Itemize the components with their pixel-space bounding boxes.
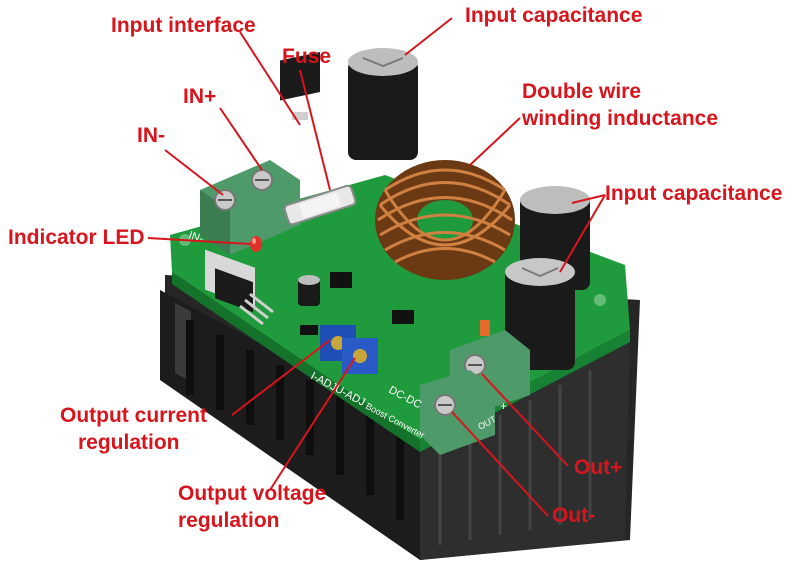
label-output-current-line2: regulation xyxy=(78,431,180,454)
input-terminal-block xyxy=(200,160,300,255)
leader-output-current xyxy=(231,339,331,416)
label-input-interface: Input interface xyxy=(111,14,256,37)
leader-in-plus xyxy=(219,107,263,171)
label-output-voltage-line2: regulation xyxy=(178,509,280,532)
output-terminal-blocks xyxy=(420,330,530,455)
label-indicator-led: Indicator LED xyxy=(8,226,145,249)
leader-input-cap-right-1 xyxy=(571,194,606,204)
label-out-plus: Out+ xyxy=(574,456,623,479)
leader-input-cap-right-2 xyxy=(559,194,606,273)
label-input-capacitance-right: Input capacitance xyxy=(605,182,783,205)
toroid-inductor xyxy=(375,160,515,280)
leader-inductance xyxy=(469,117,521,166)
small-components xyxy=(298,272,490,336)
label-output-current: Output current regulation xyxy=(60,402,207,456)
fuse-component xyxy=(280,51,357,226)
label-in-minus: IN- xyxy=(137,124,165,147)
leader-input-interface xyxy=(239,31,301,126)
leader-output-voltage xyxy=(269,357,356,491)
label-output-voltage: Output voltage regulation xyxy=(178,480,326,534)
label-output-voltage-line1: Output voltage xyxy=(178,482,327,505)
leader-lines xyxy=(147,17,606,517)
leader-fuse xyxy=(299,69,331,191)
right-capacitors xyxy=(505,186,590,370)
to220-package xyxy=(205,249,274,326)
label-output-current-line1: Output current xyxy=(60,404,207,427)
indicator-led-component xyxy=(250,236,262,252)
silk-plus: + xyxy=(500,399,507,413)
leader-out-plus xyxy=(481,373,569,467)
leader-indicator-led xyxy=(147,237,251,245)
leader-input-cap-top xyxy=(404,17,453,56)
label-double-wire-line1: Double wire xyxy=(522,80,642,103)
leader-in-minus xyxy=(164,149,224,196)
label-input-capacitance-top: Input capacitance xyxy=(465,4,643,27)
label-fuse: Fuse xyxy=(282,45,332,68)
label-in-plus: IN+ xyxy=(183,85,217,108)
leader-out-minus xyxy=(451,411,549,517)
label-double-wire-line2: winding inductance xyxy=(522,107,719,130)
label-out-minus: Out- xyxy=(552,504,596,527)
top-capacitor xyxy=(348,48,418,160)
label-double-wire: Double wire winding inductance xyxy=(522,78,718,132)
